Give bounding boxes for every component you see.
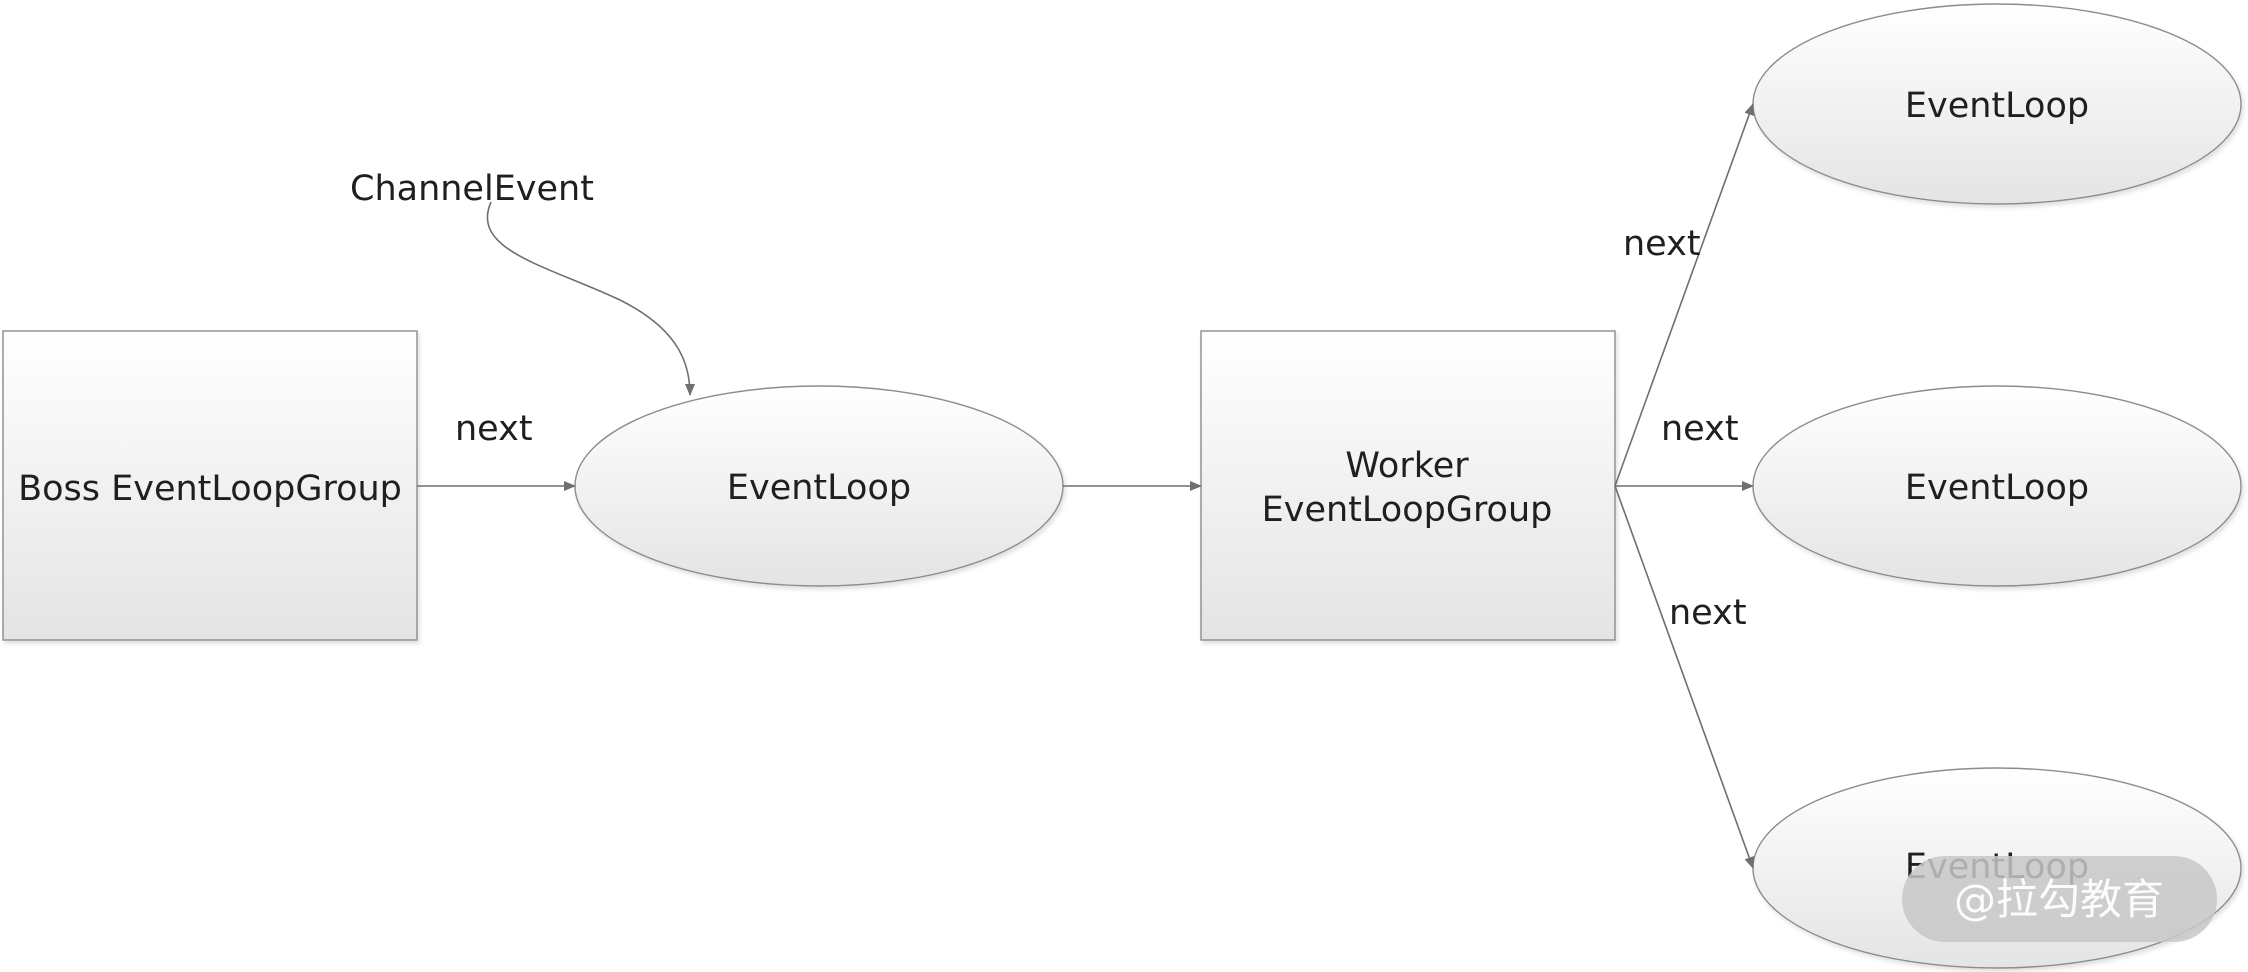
- edge-worker-to-top-loop: [1614, 103, 1754, 487]
- watermark-background: [1902, 856, 2217, 942]
- boss-eventloopgroup-label: Boss EventLoopGroup: [18, 469, 402, 509]
- edge-worker-to-bottom-loop: [1614, 485, 1754, 869]
- edge-channel-event-curve: [486, 201, 695, 396]
- edge-label-worker-bottom-next: next: [1669, 593, 1747, 633]
- watermark-text: @拉勾教育: [1954, 875, 2164, 924]
- channel-event-label: ChannelEvent: [350, 169, 594, 209]
- edge-label-worker-middle-next: next: [1661, 409, 1739, 449]
- worker-eventloopgroup-label-line1: Worker: [1345, 446, 1469, 486]
- worker-eventloop-middle-label: EventLoop: [1905, 468, 2089, 508]
- edge-label-worker-top-next: next: [1623, 224, 1701, 264]
- worker-eventloop-top-node: EventLoop: [1752, 3, 2242, 205]
- boss-eventloopgroup-node: Boss EventLoopGroup: [2, 330, 418, 641]
- worker-eventloopgroup-node: Worker EventLoopGroup: [1200, 330, 1616, 641]
- edge-label-boss-next: next: [455, 409, 533, 449]
- worker-eventloopgroup-label-line2: EventLoopGroup: [1262, 490, 1553, 530]
- worker-eventloop-middle-node: EventLoop: [1752, 385, 2242, 587]
- boss-eventloop-label: EventLoop: [727, 468, 911, 508]
- worker-eventloop-top-label: EventLoop: [1905, 86, 2089, 126]
- watermark: @拉勾教育: [1902, 856, 2217, 942]
- boss-eventloop-node: EventLoop: [574, 385, 1064, 587]
